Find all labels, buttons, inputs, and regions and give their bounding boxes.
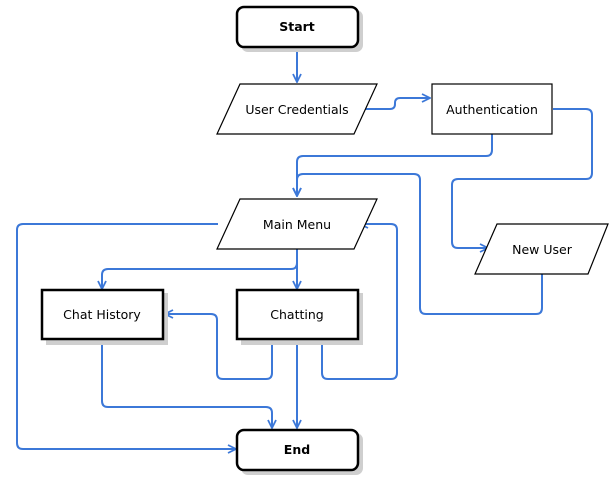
edge-chat-history-to-end xyxy=(101,339,272,428)
node-user-credentials: User Credentials xyxy=(216,83,378,135)
node-chat-history: Chat History xyxy=(40,288,168,345)
edge-chatting-to-main-menu xyxy=(321,224,398,380)
node-chat-history-label: Chat History xyxy=(63,307,141,322)
edge-main-menu-to-chat-history xyxy=(102,249,298,289)
node-chatting: Chatting xyxy=(235,288,363,345)
node-authentication: Authentication xyxy=(431,83,553,135)
node-start-label: Start xyxy=(279,19,315,34)
edge-user-credentials-to-authentication xyxy=(358,98,430,110)
edge-main-menu-to-end xyxy=(16,223,236,449)
edge-authentication-to-main-menu xyxy=(297,134,493,196)
edges xyxy=(16,48,593,449)
node-new-user-label: New User xyxy=(512,242,573,257)
node-authentication-label: Authentication xyxy=(446,102,538,117)
node-end: End xyxy=(235,428,363,475)
node-main-menu-label: Main Menu xyxy=(263,217,331,232)
node-main-menu: Main Menu xyxy=(216,198,378,250)
edge-authentication-to-new-user xyxy=(451,108,593,248)
node-user-credentials-label: User Credentials xyxy=(245,102,348,117)
edge-new-user-to-main-menu xyxy=(297,173,543,315)
node-end-label: End xyxy=(284,442,310,457)
node-new-user: New User xyxy=(474,223,609,275)
node-chatting-label: Chatting xyxy=(270,307,323,322)
node-start: Start xyxy=(235,5,363,52)
edge-chatting-to-chat-history xyxy=(165,314,273,380)
